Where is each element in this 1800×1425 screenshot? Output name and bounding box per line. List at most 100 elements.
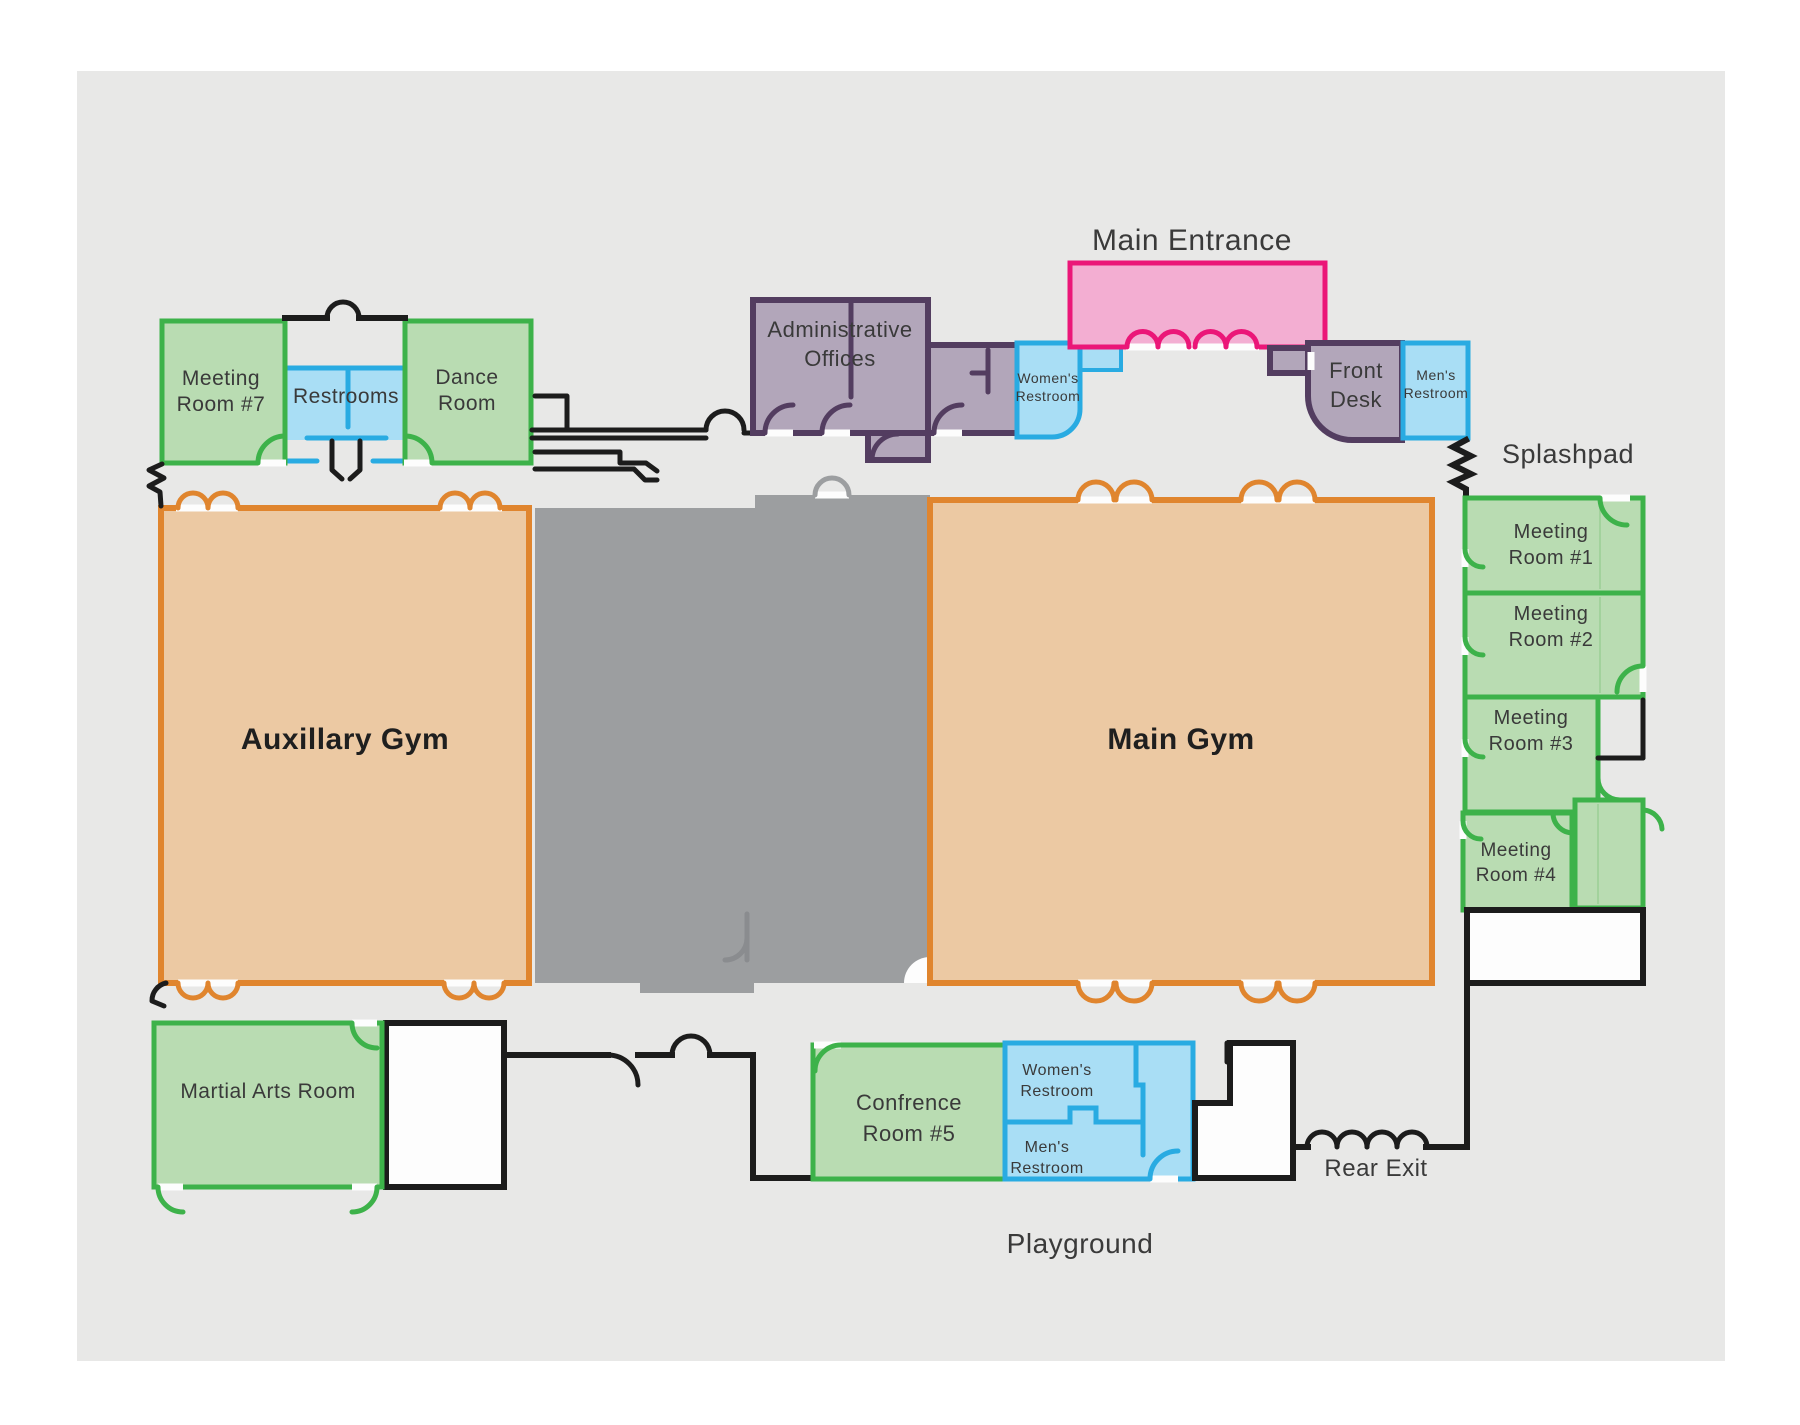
meeting-rooms-column: Meeting Room #1 Meeting Room #2 Meeting … (1459, 494, 1665, 1150)
rear-vestibule (1192, 1040, 1296, 1181)
door-arc-icon (819, 402, 853, 436)
door-arc-icon (1614, 663, 1646, 695)
meeting-room-1-shape (1462, 495, 1646, 596)
splashpad-area: Splashpad (1446, 435, 1634, 500)
corridor-top (529, 393, 756, 483)
meeting-room-3-label: Room #3 (1489, 733, 1574, 755)
central-gray-block (535, 475, 930, 993)
door-arc-icon (255, 433, 288, 466)
corridor-bottom (501, 1033, 818, 1181)
main-gym-label: Main Gym (1107, 723, 1254, 756)
martial-arts-label: Martial Arts Room (180, 1080, 355, 1103)
playground-label: Playground (1007, 1228, 1154, 1259)
rear-exit-label: Rear Exit (1324, 1155, 1427, 1182)
martial-arts-shape (151, 1020, 385, 1190)
mens-restroom-top-label: Restroom (1404, 385, 1469, 401)
auxillary-gym-shape (158, 505, 532, 986)
room-martial-arts: Martial Arts Room (151, 1019, 507, 1215)
door-arc-icon (349, 1020, 380, 1051)
door-arc-icon (1640, 807, 1665, 832)
meeting-room-2-shape (1462, 590, 1646, 700)
meeting-room-4-annex-shape (1572, 797, 1646, 911)
gray-double-door-icon (812, 475, 852, 498)
double-door-icon (324, 299, 362, 321)
auxillary-gym-label: Auxillary Gym (241, 723, 449, 756)
dance-room-shape (402, 318, 534, 466)
conference-room-shape (810, 1042, 1008, 1182)
restrooms-shape (287, 368, 403, 440)
meeting-room-1-label: Room #1 (1509, 547, 1594, 569)
room-auxillary-gym: Auxillary Gym (158, 490, 532, 1001)
meeting-room-7-label: Meeting (182, 367, 260, 390)
door-arcs-icon (437, 490, 503, 511)
top-left-cluster: Meeting Room #7 Restrooms Dance Room (146, 299, 534, 1009)
door-arcs-icon (1075, 980, 1155, 1004)
door-arcs-icon (441, 980, 507, 1001)
meeting-room-7-label: Room #7 (177, 393, 266, 416)
meeting-room-3-label: Meeting (1494, 707, 1569, 729)
front-desk-shape (1305, 340, 1405, 443)
mens-restroom-bottom-label: Restroom (1010, 1160, 1083, 1177)
door-arc-icon (155, 1184, 186, 1215)
door-arc-icon (869, 431, 901, 463)
door-arc-icon (762, 402, 796, 436)
entrance-door-arcs-icon (1124, 328, 1192, 350)
room-front-desk: Front Desk (1267, 340, 1405, 443)
conference-room-label: Room #5 (863, 1121, 956, 1146)
meeting-room-2-label: Meeting (1514, 603, 1589, 625)
door-arcs-icon (1238, 980, 1318, 1004)
double-door-icon (669, 1033, 713, 1058)
storage-room-shape (1464, 907, 1646, 986)
door-arc-icon (931, 402, 965, 436)
door-leaf-icon (347, 438, 363, 482)
womens-restroom-arm (1076, 344, 1123, 372)
womens-restroom-top-shape (1014, 340, 1083, 440)
room-conference-5: Confrence Room #5 (810, 1041, 1008, 1182)
door-arc-icon (1462, 634, 1486, 658)
door-arc-icon (605, 1052, 641, 1088)
meeting-room-2-label: Room #2 (1509, 629, 1594, 651)
womens-restroom-bottom-label: Women's (1022, 1062, 1091, 1079)
door-arcs-icon (1238, 479, 1318, 503)
restrooms-label: Restrooms (293, 385, 399, 408)
admin-offices-annex-shape (925, 342, 1021, 436)
wall-break-icon (146, 461, 167, 509)
womens-restroom-top-label: Women's (1017, 370, 1078, 386)
door-arc-icon (402, 433, 435, 466)
rear-exit-door-arcs-icon (1364, 1129, 1430, 1150)
dance-room-label: Room (438, 392, 496, 415)
main-entrance-shape (1067, 260, 1328, 350)
door-arc-icon (1460, 818, 1484, 842)
entrance-door-arcs-icon (1192, 328, 1260, 350)
meeting-room-7-shape (159, 318, 288, 466)
meeting-room-1-label: Meeting (1514, 521, 1589, 543)
meeting-room-4-label: Meeting (1480, 840, 1551, 861)
door-arcs-icon (175, 490, 241, 511)
door-arcs-icon (1075, 479, 1155, 503)
door-arc-icon (1597, 495, 1630, 528)
room-administrative-offices: Administrative Offices (750, 297, 1021, 463)
gray-block-shape (535, 495, 930, 993)
admin-offices-tab-shape (865, 430, 931, 463)
splashpad-label: Splashpad (1502, 439, 1634, 469)
dance-room-label: Dance (435, 366, 498, 389)
admin-offices-label: Administrative (767, 317, 912, 342)
door-arc-icon (812, 1042, 844, 1074)
martial-arts-annex-shape (383, 1020, 507, 1190)
front-desk-label: Desk (1330, 387, 1383, 412)
rear-vestibule-shape (1192, 1040, 1296, 1181)
gray-door-notch (904, 957, 930, 983)
mens-restroom-top-shape (1400, 340, 1471, 441)
room-womens-restroom-top: Women's Restroom (1014, 340, 1123, 440)
rear-exit-door-arcs-icon (1304, 1129, 1370, 1150)
room-main-gym: Main Gym (927, 479, 1435, 1004)
main-gym-shape (927, 497, 1435, 986)
rear-exit-area: Rear Exit (1284, 1129, 1470, 1182)
wall-break-icon (149, 980, 169, 1009)
room-mens-restroom-top: Men's Restroom (1400, 340, 1471, 441)
womens-restroom-bottom-label: Restroom (1020, 1083, 1093, 1100)
admin-offices-label: Offices (804, 346, 876, 371)
double-door-icon (703, 408, 747, 433)
